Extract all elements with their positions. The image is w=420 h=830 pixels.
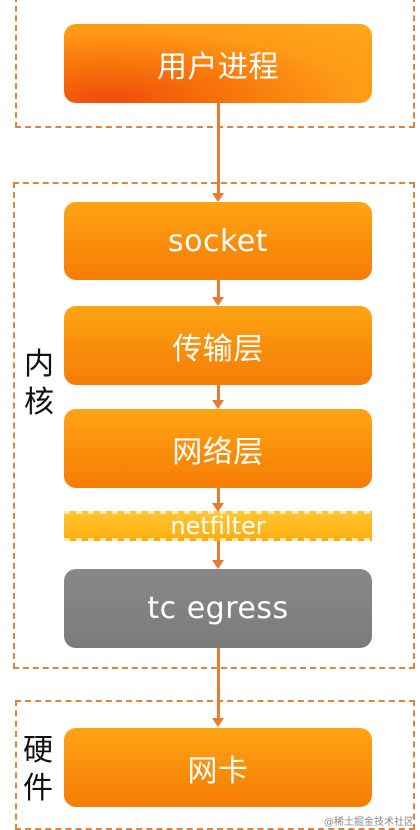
arrow-tc-to-nic-line [217,648,220,719]
arrow-socket-to-transport-head [212,297,224,306]
kernel-label-char-2: 核 [24,385,54,420]
socket-box: socket [64,202,372,280]
hardware-label-char-2: 件 [23,771,53,806]
kernel-zone [13,182,415,669]
netfilter-bar: netfilter [64,511,372,541]
arrow-transport-to-network-head [212,400,224,409]
arrow-netfilter-to-tc-head [212,560,224,569]
user-process-box: 用户进程 [64,24,372,103]
tc-egress-label: tc egress [147,591,289,626]
transport-layer-label: 传输层 [172,331,264,367]
tc-egress-box: tc egress [64,569,372,648]
network-layer-box: 网络层 [64,409,372,488]
watermark: @稀土掘金技术社区 [324,817,414,828]
arrow-network-to-netfilter-line [217,488,220,504]
arrow-user-to-socket-line [217,103,220,193]
nic-box: 网卡 [64,728,372,807]
arrow-network-to-netfilter-head [212,503,224,512]
netfilter-label: netfilter [170,512,266,540]
arrow-socket-to-transport-line [217,280,220,298]
hardware-label-char-1: 硬 [23,733,53,768]
kernel-label: 内 核 [22,346,56,422]
network-layer-label: 网络层 [172,434,264,470]
nic-label: 网卡 [187,753,249,789]
socket-label: socket [167,223,268,259]
arrow-user-to-socket-head [212,193,224,202]
arrow-transport-to-network-line [217,385,220,402]
hardware-zone [15,700,415,830]
arrow-netfilter-to-tc-line [217,541,220,560]
user-space-zone [15,0,415,128]
arrow-tc-to-nic-head [212,718,224,727]
hardware-label: 硬 件 [21,732,55,808]
kernel-label-char-1: 内 [24,347,54,382]
transport-layer-box: 传输层 [64,306,372,385]
user-process-label: 用户进程 [157,49,279,85]
